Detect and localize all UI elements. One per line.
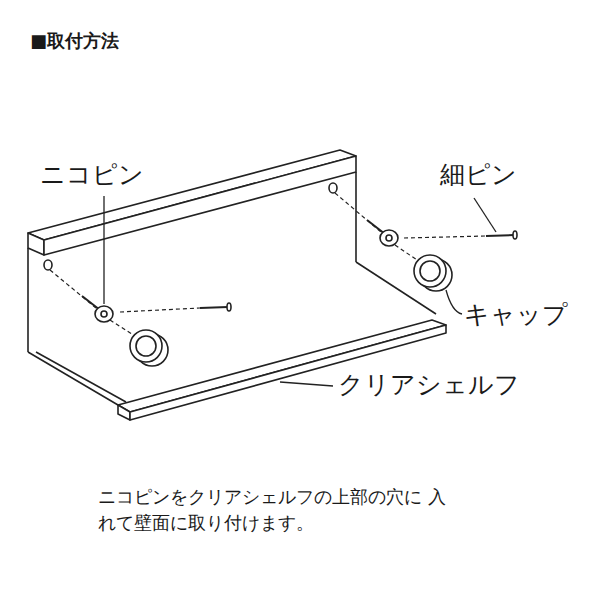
part-label: クリアシェルフ bbox=[338, 370, 520, 400]
title: ■取付方法 bbox=[30, 30, 119, 52]
caption: ニコピンをクリアシェルフの上部の穴に 入れて壁面に取り付けます。 bbox=[98, 484, 458, 536]
part-label: 細ピン bbox=[440, 160, 517, 190]
part-label: ニコピン bbox=[40, 160, 144, 190]
part-label: キャップ bbox=[464, 300, 568, 330]
